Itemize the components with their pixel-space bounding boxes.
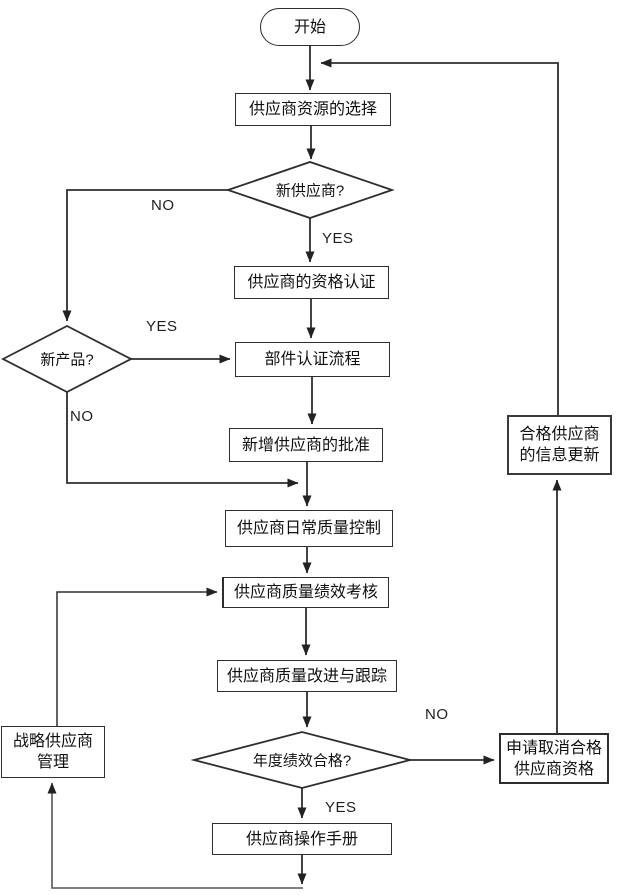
- node-supplier-resource-selection: 供应商资源的选择: [235, 93, 391, 126]
- edge-label-new-supplier-no: NO: [151, 197, 175, 214]
- edge-strategic-to-performance: [56, 587, 218, 726]
- edge-loop-to-strategic: [47, 782, 303, 889]
- node-line: 合格供应商: [519, 426, 600, 443]
- edge-new-product-no: [66, 392, 299, 488]
- decision-new-product-label: 新产品?: [40, 351, 94, 369]
- decision-annual-pass-label: 年度绩效合格?: [252, 752, 352, 770]
- node-qualified-supplier-info-update: 合格供应商 的信息更新: [507, 415, 612, 475]
- node-component-certification-process: 部件认证流程: [235, 342, 390, 377]
- edge-label-new-product-yes: YES: [146, 318, 178, 335]
- node-line: 供应商资格: [513, 760, 594, 778]
- node-line: 战略供应商: [12, 733, 93, 750]
- node-supplier-qualification-certification: 供应商的资格认证: [234, 266, 389, 299]
- edge-info-update-feedback: [320, 58, 559, 415]
- edge-label-annual-pass-yes: YES: [325, 799, 357, 816]
- node-supplier-operation-manual: 供应商操作手册: [212, 823, 392, 855]
- node-cancel-qualification-request: 申请取消合格 供应商资格: [499, 733, 609, 784]
- node-daily-quality-control: 供应商日常质量控制: [225, 510, 393, 547]
- node-line: 的信息更新: [519, 447, 600, 464]
- decision-new-supplier-label: 新供应商?: [275, 182, 345, 200]
- decision-annual-pass-shape: [190, 731, 414, 789]
- node-strategic-supplier-management: 战略供应商 管理: [1, 726, 105, 778]
- node-line: 申请取消合格: [505, 739, 602, 757]
- decision-new-supplier-shape: [225, 161, 395, 219]
- node-new-supplier-approval: 新增供应商的批准: [229, 428, 383, 462]
- node-start: 开始: [260, 8, 360, 46]
- edge-label-annual-pass-no: NO: [425, 706, 449, 723]
- edge-new-supplier-no: [62, 189, 228, 322]
- node-line: 管理: [36, 754, 69, 771]
- edge-label-new-supplier-yes: YES: [322, 230, 354, 247]
- node-quality-improvement-tracking: 供应商质量改进与跟踪: [217, 660, 397, 692]
- edge-label-new-product-no: NO: [70, 408, 94, 425]
- decision-new-product-shape: [1, 324, 133, 394]
- node-quality-performance-review: 供应商质量绩效考核: [222, 577, 389, 608]
